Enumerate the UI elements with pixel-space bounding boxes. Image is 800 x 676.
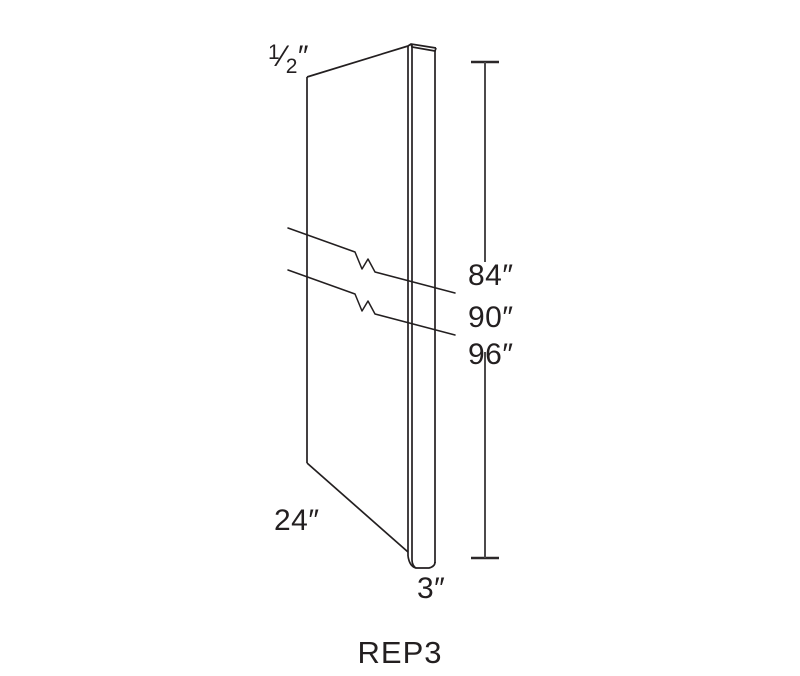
thickness-label: 1⁄2″ <box>268 40 309 78</box>
thickness-unit: ″ <box>298 40 309 73</box>
panel-top-edge-line <box>306 45 409 78</box>
height-dimension-group <box>471 60 499 560</box>
part-title: REP3 <box>358 635 443 670</box>
break-lines-group <box>287 227 456 336</box>
height-label-90: 90″ <box>468 301 514 334</box>
thickness-denominator: 2 <box>286 55 298 78</box>
base-width-label-3: 3″ <box>417 572 445 605</box>
depth-label-24: 24″ <box>274 504 320 537</box>
panel-bottom-slanted-edge <box>306 462 409 553</box>
break-line-lower <box>287 269 456 336</box>
panel-bottom-cap-inner-line <box>411 559 417 569</box>
panel-top-cap-front-line <box>410 43 437 52</box>
panel-edge-face-fill <box>412 47 435 562</box>
thickness-numerator: 1 <box>268 41 280 64</box>
break-line-upper <box>287 227 456 294</box>
panel-bottom-cap-line <box>407 555 436 569</box>
height-label-96: 96″ <box>468 338 514 371</box>
height-label-84: 84″ <box>468 259 514 292</box>
thickness-label-group: 1⁄2″ <box>268 40 309 78</box>
